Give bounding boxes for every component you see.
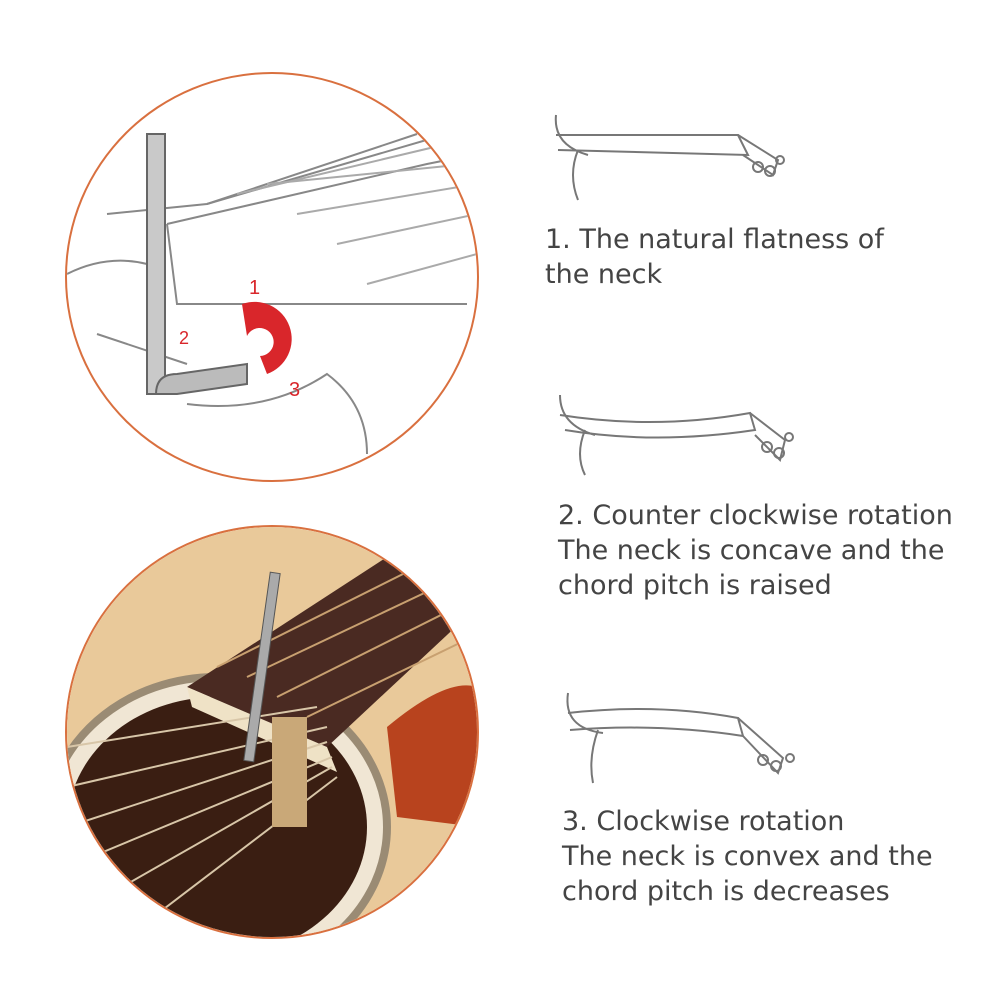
- neck-flat-icon: [554, 114, 785, 201]
- allen-key: [243, 571, 281, 763]
- allen-key-shaft: [146, 133, 166, 395]
- step-3-line-3: chord pitch is decreases: [562, 876, 890, 907]
- step-1-caption: 1. The natural flatness of the neck: [545, 222, 884, 292]
- guitar-photo: [67, 527, 477, 937]
- dial-label-2: 2: [179, 328, 189, 348]
- truss-rod-sketch: 1 2 3: [67, 133, 477, 455]
- dial-label-1: 1: [249, 277, 260, 299]
- step-2-line-2: The neck is concave and the: [558, 535, 945, 566]
- step-2-line-3: chord pitch is raised: [558, 570, 832, 601]
- step-1-line-2: the neck: [545, 259, 663, 290]
- step-3-line-1: 3. Clockwise rotation: [562, 806, 845, 837]
- step-3-caption: 3. Clockwise rotation The neck is convex…: [562, 804, 933, 909]
- rotation-dial-icon: [242, 301, 292, 374]
- dial-label-3: 3: [289, 379, 300, 401]
- neck-concave-icon: [559, 394, 794, 476]
- step-2-caption: 2. Counter clockwise rotation The neck i…: [558, 498, 953, 603]
- truss-rod-sketch-circle: 1 2 3: [65, 72, 479, 482]
- step-1-line-1: 1. The natural flatness of: [545, 224, 884, 255]
- step-3-line-2: The neck is convex and the: [562, 841, 933, 872]
- step-2-line-1: 2. Counter clockwise rotation: [558, 500, 953, 531]
- neck-convex-icon: [566, 692, 795, 784]
- guitar-photo-circle: [65, 525, 479, 939]
